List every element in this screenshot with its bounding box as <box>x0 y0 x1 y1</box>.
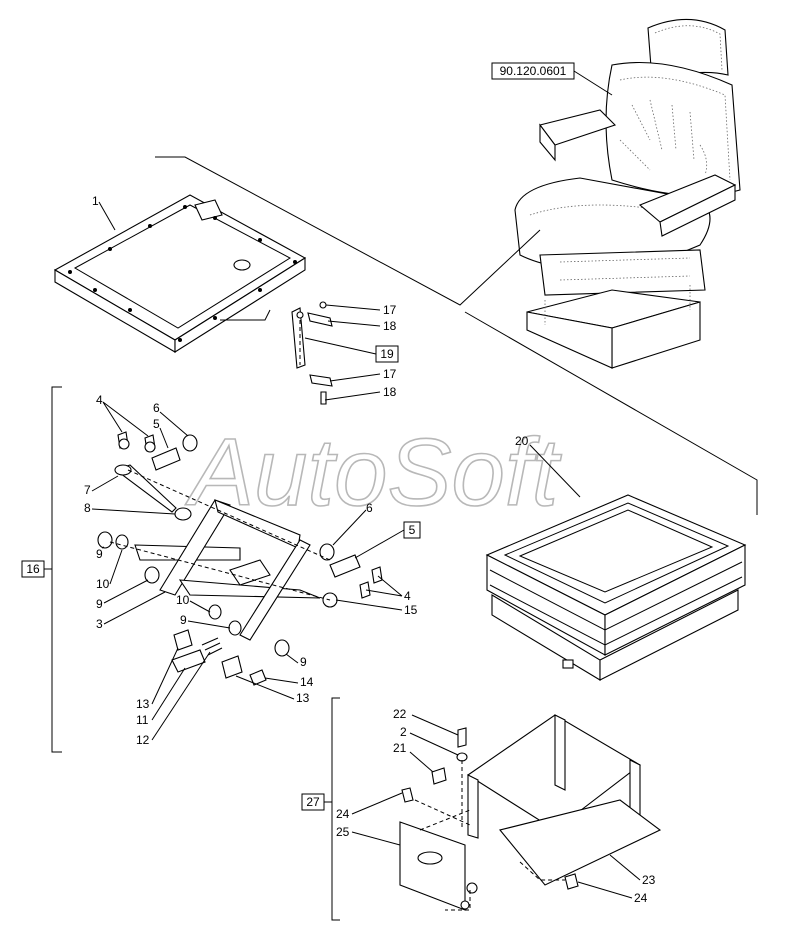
callout-18-top: 18 <box>383 319 397 333</box>
callout-1: 1 <box>92 194 99 208</box>
bellows-drawing <box>485 494 747 681</box>
callout-12: 12 <box>136 733 150 747</box>
callout-20: 20 <box>515 434 529 448</box>
seat-assembly-drawing <box>514 18 741 369</box>
callout-4-top: 4 <box>96 393 103 407</box>
callout-27: 27 <box>306 795 320 809</box>
mounting-plate-drawing <box>53 194 307 353</box>
explode-line-seat-to-bellows <box>464 311 758 515</box>
callout-25: 25 <box>336 825 350 839</box>
callout-6-top: 6 <box>153 401 160 415</box>
callout-13-right: 13 <box>296 691 310 705</box>
callout-24-right: 24 <box>634 891 648 905</box>
callout-16: 16 <box>26 562 40 576</box>
group-bracket-27 <box>331 697 340 921</box>
callout-7: 7 <box>84 483 91 497</box>
callout-14: 14 <box>300 675 314 689</box>
callout-19: 19 <box>380 347 394 361</box>
callout-5-top: 5 <box>153 417 160 431</box>
callout-24-left: 24 <box>336 807 350 821</box>
strap-drawing <box>291 301 333 405</box>
scissor-linkage-drawing <box>97 431 383 686</box>
callout-3: 3 <box>96 617 103 631</box>
callout-9-a: 9 <box>96 547 103 561</box>
callout-17-top: 17 <box>383 303 397 317</box>
callout-11: 11 <box>136 713 149 727</box>
callout-15: 15 <box>404 603 418 617</box>
callout-8: 8 <box>84 501 91 515</box>
callout-5-box: 5 <box>409 523 416 537</box>
callout-9-c: 9 <box>180 613 187 627</box>
callout-9-d: 9 <box>300 655 307 669</box>
callout-4-right: 4 <box>404 589 411 603</box>
callout-9-b: 9 <box>96 597 103 611</box>
callout-23: 23 <box>642 873 656 887</box>
group-bracket-16 <box>51 386 62 753</box>
callout-17-bottom: 17 <box>383 367 397 381</box>
explode-line-seat-to-plate <box>155 156 541 306</box>
callout-2: 2 <box>400 725 407 739</box>
callout-22: 22 <box>393 707 407 721</box>
callout-10-b: 10 <box>176 593 190 607</box>
callout-6-right: 6 <box>366 501 373 515</box>
callout-18-bottom: 18 <box>383 385 397 399</box>
support-bracket-drawing <box>399 714 662 911</box>
callout-13-left: 13 <box>136 697 150 711</box>
watermark-text: AutoSoft <box>185 419 562 526</box>
callout-10-a: 10 <box>96 577 110 591</box>
callout-21: 21 <box>393 741 407 755</box>
reference-box-label: 90.120.0601 <box>500 64 567 78</box>
